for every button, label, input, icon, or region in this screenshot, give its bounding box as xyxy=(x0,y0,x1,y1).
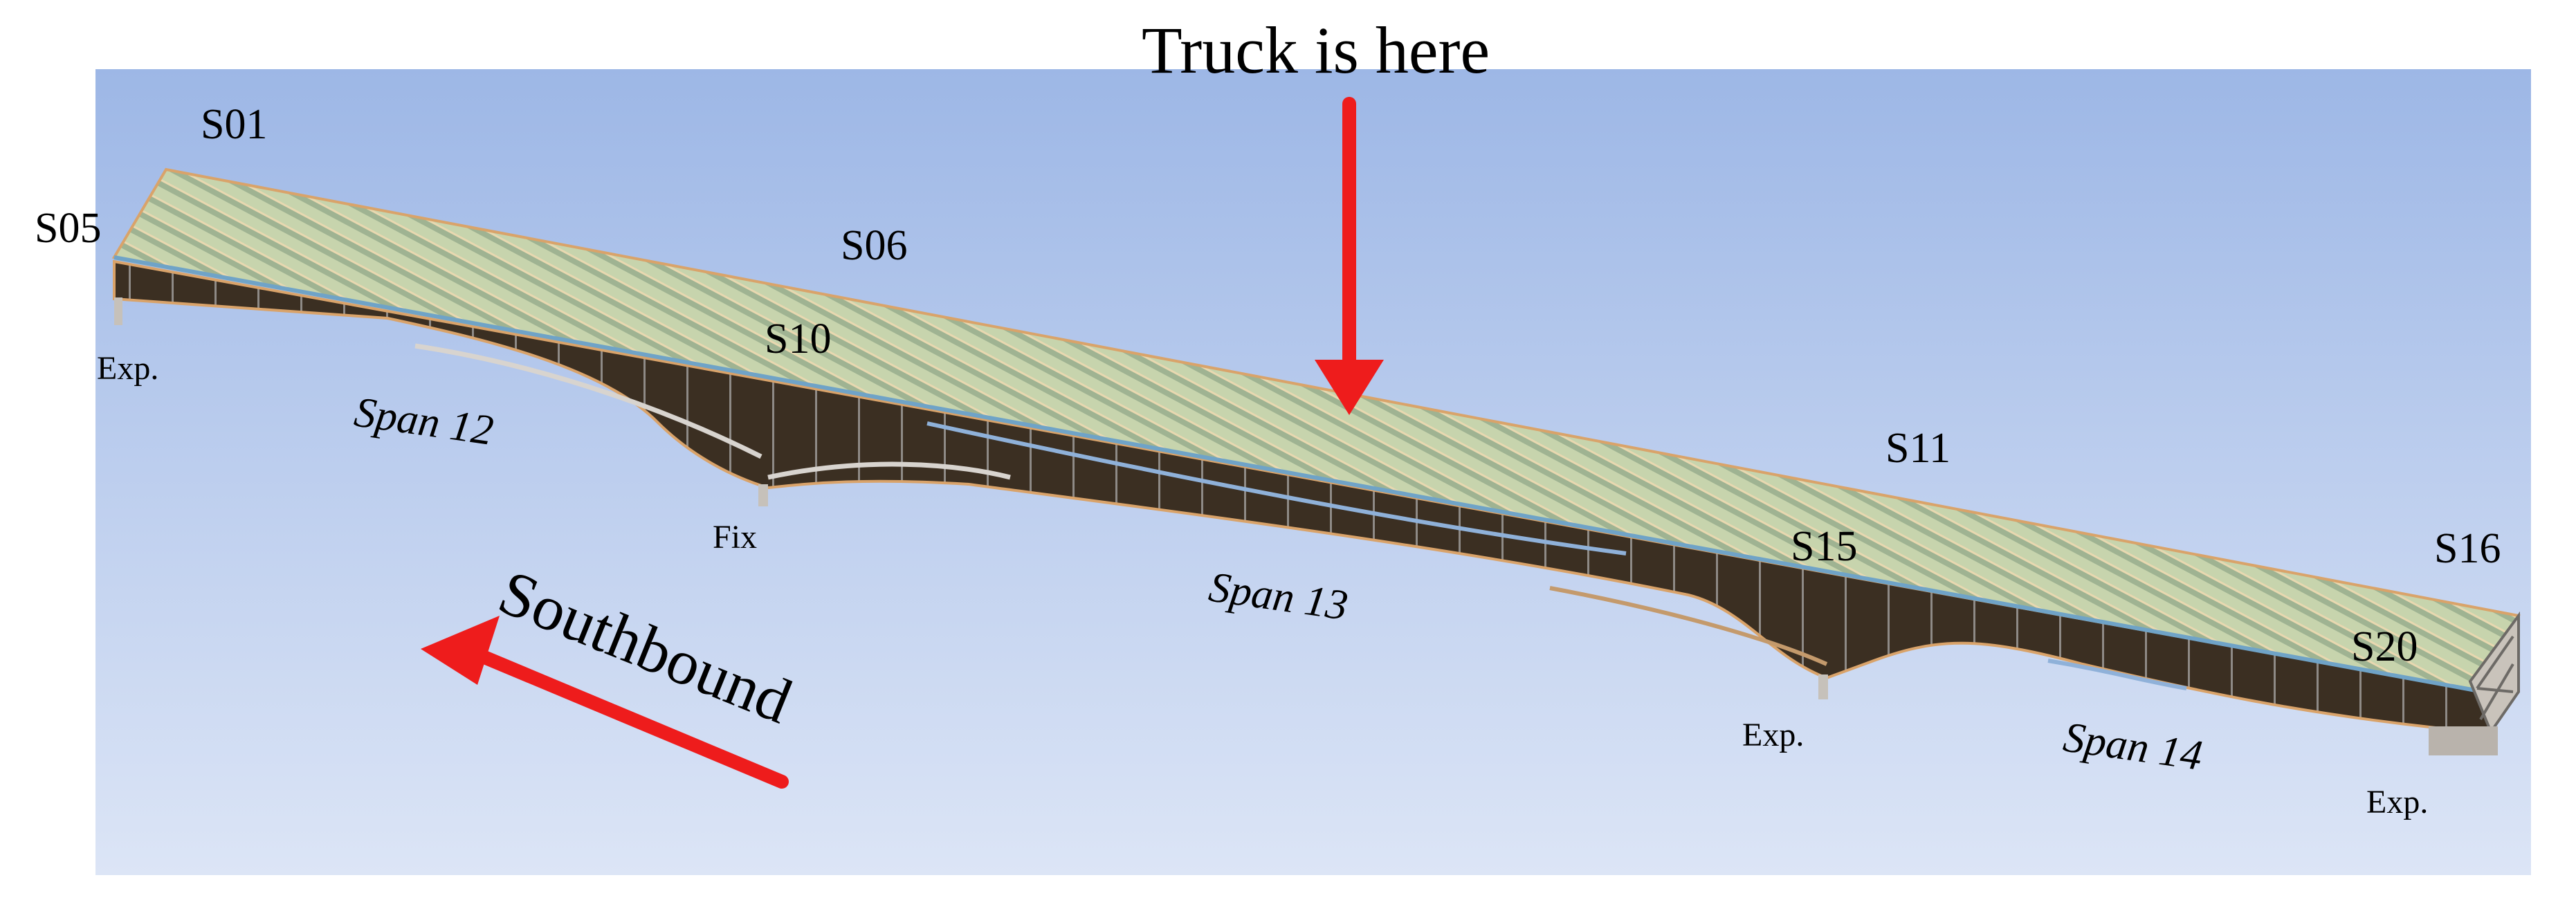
support-label: Fix xyxy=(713,519,757,556)
station-label-s01: S01 xyxy=(201,101,267,148)
girder-curve-line xyxy=(414,343,762,459)
bearing-support xyxy=(114,297,122,325)
truck-caption: Truck is here xyxy=(1142,13,1490,87)
station-label-s11: S11 xyxy=(1885,425,1951,472)
station-label-s10: S10 xyxy=(765,315,831,362)
bearing-support xyxy=(758,484,768,506)
southbound-arrow xyxy=(477,650,789,789)
support-label: Exp. xyxy=(1742,717,1804,753)
support-label: Exp. xyxy=(97,350,158,387)
deck-edge xyxy=(113,255,2492,695)
support-label: Exp. xyxy=(2366,784,2428,820)
station-label-s05: S05 xyxy=(35,205,101,252)
girder-body xyxy=(113,259,2492,734)
bearing-support xyxy=(1818,674,1828,699)
girder-curve-line xyxy=(767,461,1011,480)
end-diaphragm-bracing xyxy=(2476,635,2514,721)
truck-location-arrowhead xyxy=(1315,360,1384,415)
girder-curve-line xyxy=(2047,659,2187,690)
southbound-arrowhead xyxy=(421,616,500,685)
station-label-s20: S20 xyxy=(2351,623,2418,670)
girder-curve-line xyxy=(1549,586,1828,666)
girder-curve-line xyxy=(926,421,1627,556)
station-label-s06: S06 xyxy=(841,222,907,269)
bearing-support xyxy=(2429,726,2498,755)
station-label-s15: S15 xyxy=(1791,523,1857,570)
station-label-s16: S16 xyxy=(2434,525,2501,572)
